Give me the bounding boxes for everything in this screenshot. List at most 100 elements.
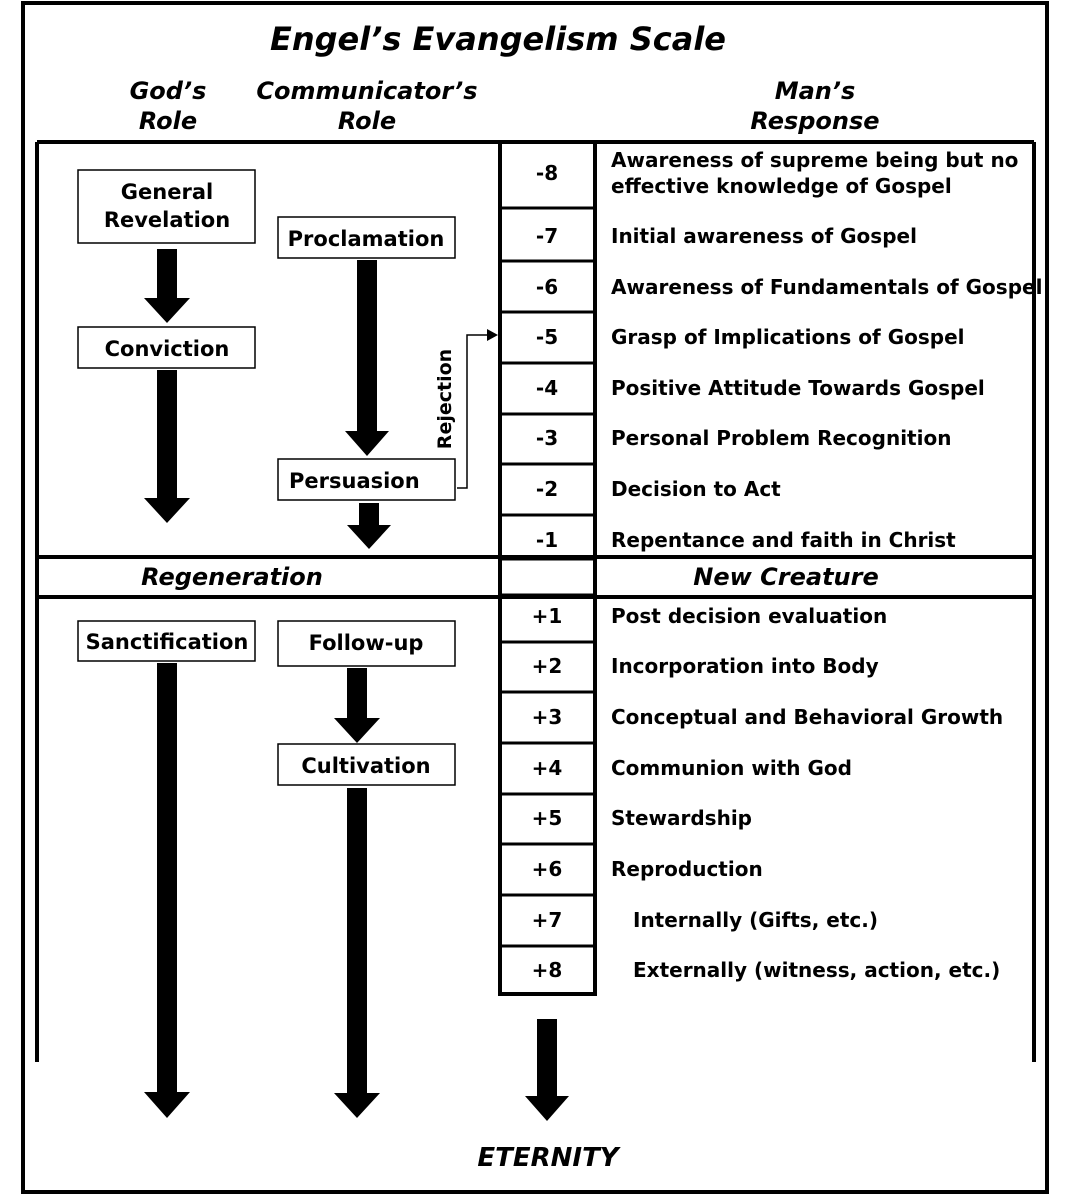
box-general-revelation-line2: Revelation [104,208,230,232]
rejection-arrowhead-icon [487,329,498,341]
scale-band-cell [498,557,597,597]
header-communicator-role-line1: Communicator’s [256,77,477,105]
box-conviction-label: Conviction [105,337,230,361]
scale-response-text: Communion with God [611,756,852,780]
scale-response-text: Stewardship [611,806,752,830]
box-sanctification: Sanctification [77,620,256,662]
scale-response-text: Internally (Gifts, etc.) [633,908,878,932]
header-communicator-role: Communicator’s Role [256,77,477,135]
arrow-cultivation-to-eternity-icon [334,788,380,1118]
rejection-loop: Rejection [434,329,498,489]
scale-dividers [500,206,595,948]
scale-row: -6 Awareness of Fundamentals of Gospel [536,275,1043,299]
header-gods-role-line1: God’s [130,77,207,105]
header-mans-response-line1: Man’s [775,77,856,105]
box-general-revelation-line1: General [121,180,213,204]
scale-response-text: Externally (witness, action, etc.) [633,958,1000,982]
box-proclamation-frame [277,216,456,259]
scale-number: +6 [532,857,563,881]
scale-row: +5 Stewardship [532,806,752,830]
diagram-title: Engel’s Evangelism Scale [270,20,726,58]
scale-number: +1 [532,604,563,628]
scale-number: -1 [536,528,558,552]
box-conviction-frame [77,326,256,369]
scale-row: +6 Reproduction [532,857,763,881]
scale-number: +8 [532,958,563,982]
scale-response-text: Post decision evaluation [611,604,887,628]
header-mans-response: Man’s Response [750,77,879,135]
arrow-revelation-to-conviction-icon [144,249,190,323]
arrow-follow-up-to-cultivation-icon [334,668,380,743]
scale-response-text: Decision to Act [611,477,781,501]
scale-number: -8 [536,161,558,185]
scale-row: -7 Initial awareness of Gospel [536,224,917,248]
box-persuasion: Persuasion [277,458,456,501]
arrow-scale-to-eternity-icon [525,1019,569,1121]
arrow-persuasion-down-icon [347,503,391,549]
scale-response-text: Repentance and faith in Christ [611,528,956,552]
box-general-revelation: General Revelation [77,169,256,244]
arrow-proclamation-to-persuasion-icon [345,260,389,456]
box-sanctification-frame [77,620,256,662]
box-persuasion-frame [277,458,456,501]
scale-number: -2 [536,477,558,501]
rejection-label: Rejection [434,349,456,449]
scale-number: +3 [532,705,563,729]
scale-number-column [498,140,597,996]
flow-arrows [144,249,569,1121]
header-communicator-role-line2: Role [338,107,396,135]
scale-row: -8 Awareness of supreme being but noeffec… [536,148,1019,198]
rejection-connector [457,334,490,489]
outer-border [21,1,1049,1194]
box-proclamation-label: Proclamation [288,227,445,251]
scale-row: +1 Post decision evaluation [532,604,888,628]
header-gods-role: God’s Role [130,77,207,135]
box-sanctification-label: Sanctification [86,630,249,654]
scale-response-text: Initial awareness of Gospel [611,224,917,248]
scale-number: -4 [536,376,558,400]
scale-number: +7 [532,908,563,932]
scale-number: +5 [532,806,563,830]
scale-response-text: Awareness of Fundamentals of Gospel [611,275,1042,299]
scale-row: -1 Repentance and faith in Christ [536,528,956,552]
scale-response-text: Conceptual and Behavioral Growth [611,705,1003,729]
scale-row: -4 Positive Attitude Towards Gospel [536,376,985,400]
scale-response-text: Awareness of supreme being but no [611,148,1018,172]
scale-response-text: Grasp of Implications of Gospel [611,325,965,349]
scale-items: -8 Awareness of supreme being but noeffec… [532,148,1043,982]
band-label-new-creature: New Creature [693,563,878,591]
scale-number: -3 [536,426,558,450]
box-general-revelation-frame [77,169,256,244]
scale-response-text: Positive Attitude Towards Gospel [611,376,985,400]
eternity-label: ETERNITY [477,1143,621,1173]
scale-number: +4 [532,756,563,780]
header-gods-role-line2: Role [139,107,197,135]
scale-row: +3 Conceptual and Behavioral Growth [532,705,1004,729]
box-conviction: Conviction [77,326,256,369]
box-cultivation-label: Cultivation [301,754,430,778]
band-label-regeneration: Regeneration [141,563,323,591]
arrow-sanctification-to-eternity-icon [144,663,190,1118]
arrow-conviction-down-icon [144,370,190,523]
scale-number: -6 [536,275,558,299]
scale-number: -5 [536,325,558,349]
scale-response-text: Personal Problem Recognition [611,426,951,450]
box-proclamation: Proclamation [277,216,456,259]
scale-row: -5 Grasp of Implications of Gospel [536,325,965,349]
box-follow-up-label: Follow-up [309,631,424,655]
frame-lines [35,140,1036,1062]
scale-row: -3 Personal Problem Recognition [536,426,952,450]
scale-response-text: Reproduction [611,857,763,881]
scale-number: -7 [536,224,558,248]
scale-row: +4 Communion with God [532,756,852,780]
scale-row: +7 Internally (Gifts, etc.) [532,908,878,932]
scale-response-text: effective knowledge of Gospel [611,174,952,198]
box-follow-up: Follow-up [277,620,456,667]
box-cultivation-frame [277,743,456,786]
header-mans-response-line2: Response [750,107,879,135]
box-persuasion-label: Persuasion [289,469,420,493]
scale-row: -2 Decision to Act [536,477,781,501]
